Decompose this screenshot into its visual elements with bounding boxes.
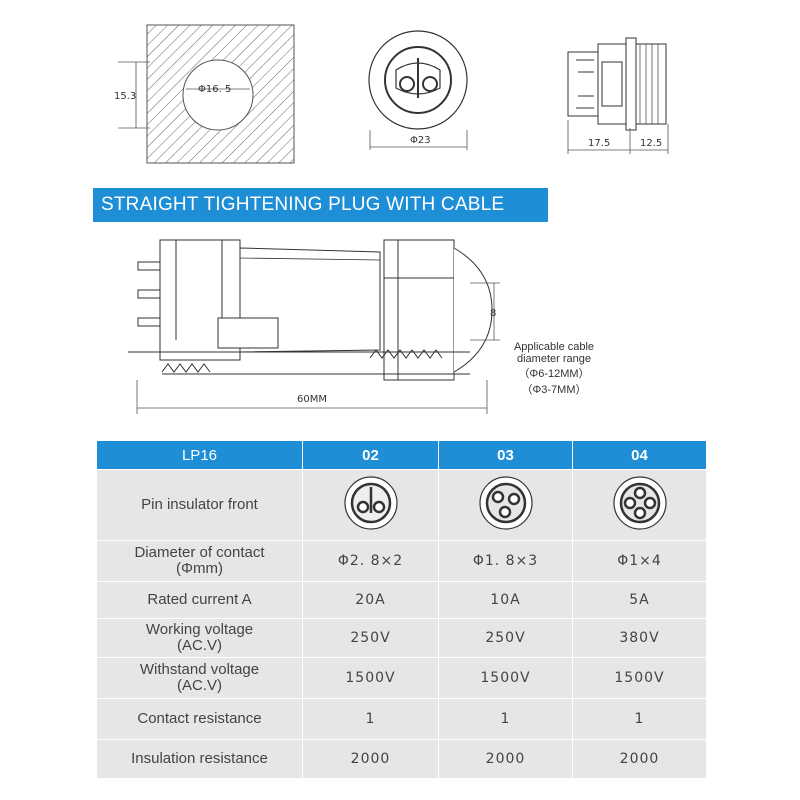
side-left-label: 17.5 — [588, 138, 610, 149]
plug-height-label: 8 — [490, 308, 496, 319]
cell-value: 1500V — [302, 657, 439, 699]
cell-value: 380V — [572, 618, 707, 658]
cell-value: 20A — [302, 581, 439, 619]
cell-value: 1500V — [438, 657, 573, 699]
plug-drawing — [128, 239, 500, 414]
cell-value: 1500V — [572, 657, 707, 699]
side-right-label: 12.5 — [640, 138, 662, 149]
pin-face-04 — [572, 469, 707, 541]
pin-face-3-icon — [478, 476, 533, 530]
table-row: Rated current A 20A 10A 5A — [96, 581, 707, 619]
row-label: Contact resistance — [96, 698, 303, 740]
section-banner: STRAIGHT TIGHTENING PLUG WITH CABLE — [93, 188, 548, 222]
row-label: Withstand voltage(AC.V) — [96, 657, 303, 699]
header-03: 03 — [438, 440, 573, 470]
cable-note-line1: Applicable cable — [513, 341, 595, 353]
cell-value: 1 — [302, 698, 439, 740]
row-label: Insulation resistance — [96, 739, 303, 779]
cable-note-line3: （Φ6-12MM） — [518, 368, 590, 380]
panel-cutout-drawing — [118, 24, 295, 164]
row-label: Rated current A — [96, 581, 303, 619]
cell-value: 1 — [438, 698, 573, 740]
row-label: Diameter of contact(Φmm) — [96, 540, 303, 582]
pin-face-2-icon — [343, 476, 398, 530]
table-row: Withstand voltage(AC.V) 1500V 1500V 1500… — [96, 657, 707, 699]
header-04: 04 — [572, 440, 707, 470]
pin-face-02 — [302, 469, 439, 541]
cell-value: Φ1. 8×3 — [438, 540, 573, 582]
front-diameter-label: Φ23 — [410, 135, 431, 146]
table-row: Pin insulator front — [96, 469, 707, 541]
spec-table: LP16 02 03 04 Pin insulator front — [96, 440, 707, 779]
cell-value: 2000 — [438, 739, 573, 779]
pin-face-03 — [438, 469, 573, 541]
table-row: Working voltage(AC.V) 250V 250V 380V — [96, 618, 707, 658]
cell-value: Φ2. 8×2 — [302, 540, 439, 582]
front-view-drawing — [368, 30, 468, 150]
panel-hole-label: Φ16. 5 — [198, 84, 231, 95]
table-row: Contact resistance 1 1 1 — [96, 698, 707, 740]
technical-drawings: 15.3 Φ16. 5 Φ23 17.5 12.5 — [114, 24, 669, 414]
cell-value: 2000 — [302, 739, 439, 779]
cable-range-note: Applicable cable diameter range （Φ6-12MM… — [498, 341, 610, 397]
header-model: LP16 — [96, 440, 303, 470]
side-view-drawing — [567, 37, 669, 154]
plug-length-label: 60MM — [297, 394, 327, 405]
cell-value: 250V — [438, 618, 573, 658]
table-header-row: LP16 02 03 04 — [96, 440, 707, 470]
cell-value: Φ1×4 — [572, 540, 707, 582]
panel-height-label: 15.3 — [114, 91, 136, 102]
row-label: Working voltage(AC.V) — [96, 618, 303, 658]
cell-value: 250V — [302, 618, 439, 658]
cable-note-line2: diameter range — [517, 353, 591, 365]
cell-value: 5A — [572, 581, 707, 619]
cell-value: 2000 — [572, 739, 707, 779]
header-02: 02 — [302, 440, 439, 470]
cable-note-line4: （Φ3-7MM） — [521, 384, 587, 396]
pin-face-4-icon — [612, 476, 667, 530]
table-row: Insulation resistance 2000 2000 2000 — [96, 739, 707, 779]
cell-value: 10A — [438, 581, 573, 619]
table-row: Diameter of contact(Φmm) Φ2. 8×2 Φ1. 8×3… — [96, 540, 707, 582]
row-label: Pin insulator front — [96, 469, 303, 541]
cell-value: 1 — [572, 698, 707, 740]
